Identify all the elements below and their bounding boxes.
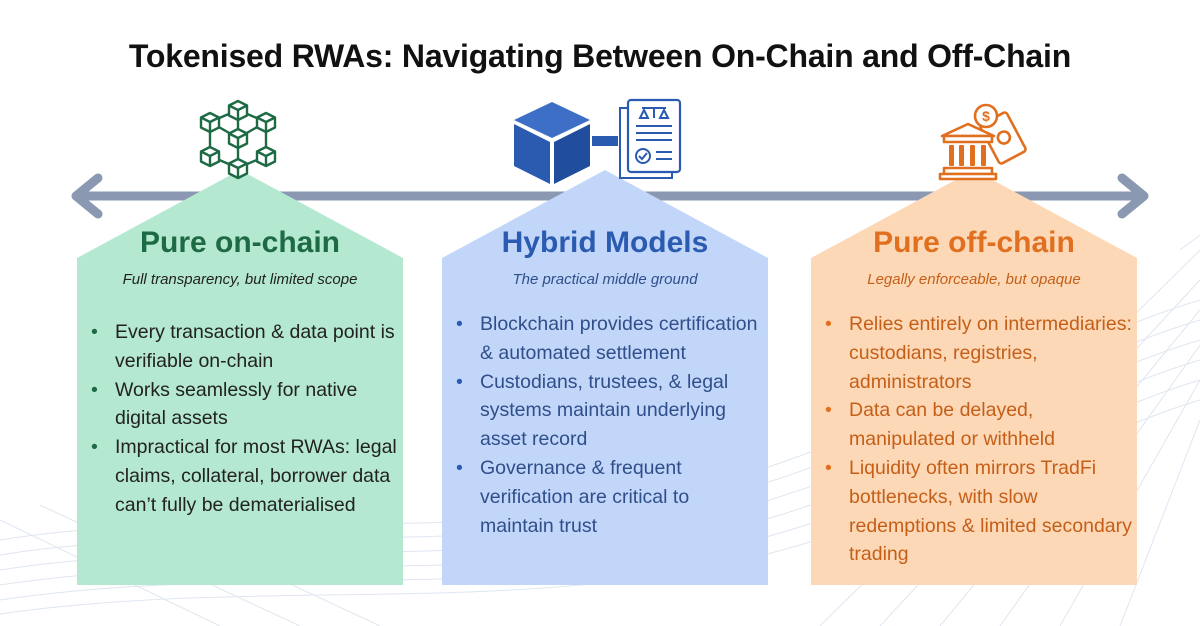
list-item: Data can be delayed, manipulated or with… [825,396,1137,454]
card-bullet-list: Every transaction & data point is verifi… [91,318,403,520]
card-hybrid-models: Hybrid Models The practical middle groun… [442,170,768,585]
list-item: Blockchain provides certification & auto… [456,310,768,368]
card-bullet-list: Blockchain provides certification & auto… [456,310,768,540]
card-bullet-list: Relies entirely on intermediaries: custo… [825,310,1137,569]
list-item: Liquidity often mirrors TradFi bottlenec… [825,454,1137,569]
card-heading: Pure on-chain [139,226,341,259]
list-item: Governance & frequent verification are c… [456,454,768,540]
bank-money-icon: $ [938,103,1027,181]
card-pure-off-chain: Pure off-chain Legally enforceable, but … [811,170,1137,585]
list-item: Works seamlessly for native digital asse… [91,376,403,434]
list-item: Custodians, trustees, & legal systems ma… [456,368,768,454]
cube-document-icon [514,98,682,184]
list-item: Relies entirely on intermediaries: custo… [825,310,1137,396]
card-heading: Pure off-chain [873,226,1075,259]
blockchain-network-icon [199,99,277,180]
svg-text:$: $ [982,108,990,124]
card-subtitle: Full transparency, but limited scope [122,271,358,288]
card-pure-on-chain: Pure on-chain Full transparency, but lim… [77,170,403,585]
page-title: Tokenised RWAs: Navigating Between On-Ch… [128,38,1072,74]
list-item: Impractical for most RWAs: legal claims,… [91,433,403,519]
card-subtitle: Legally enforceable, but opaque [867,271,1081,288]
card-subtitle: The practical middle ground [512,271,698,288]
card-heading: Hybrid Models [501,226,709,259]
list-item: Every transaction & data point is verifi… [91,318,403,376]
